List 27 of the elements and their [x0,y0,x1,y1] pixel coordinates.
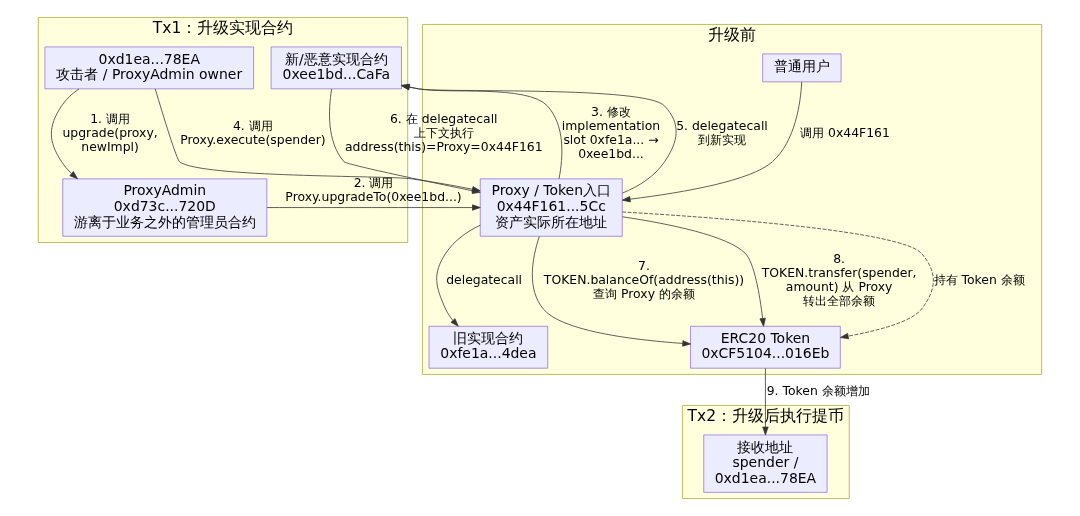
node-box: Proxy / Token入口 0x44F161...5Cc 资产实际所在地址 [479,178,623,237]
edge-label: 持有 Token 余额 [933,272,1025,288]
node-box: 普通用户 [762,53,842,83]
node-box: 0xd1ea...78EA 攻击者 / ProxyAdmin owner [44,46,255,90]
edge-label: 9. Token 余额增加 [766,383,870,399]
node-box: 旧实现合约 0xfe1a...4dea [428,325,549,369]
arrow [621,211,934,340]
edge-label: delegatecall [446,272,523,288]
edge-label: 7. TOKEN.balanceOf(address(this)) 查询 Proxy 的余额 [543,258,745,302]
node-box: ERC20 Token 0xCF5104...016Eb [690,325,841,369]
edge-label: 2. 调用 Proxy.upgradeTo(0xee1bd...) [285,175,462,205]
edge-label: 3. 修改 implementation slot 0xfe1a... → 0xee1bd... [561,103,661,161]
arrow [531,236,691,347]
edge-label: 调用 0x44F161 [800,124,890,140]
edge-label: 8. TOKEN.transfer(spender, amount) 从 Proxy 转出全部余额 [761,251,917,309]
arrow [50,88,80,180]
arrow [622,81,803,203]
node-box: 新/恶意实现合约 0xee1bd...CaFa [270,46,402,90]
edge-label: 5. delegatecall 到新实现 [676,117,768,147]
arrow [762,367,769,436]
arrow [266,204,481,211]
node-box: 接收地址 spender / 0xd1ea...78EA [703,434,828,493]
edge-label: 4. 调用 Proxy.execute(spender) [180,117,326,147]
node-box: ProxyAdmin 0xd73c...720D 游离于业务之外的管理员合约 [62,178,268,237]
arrow [622,216,766,327]
arrow [436,224,481,327]
edge-label: 1. 调用 upgrade(proxy, newImpl) [62,110,158,154]
